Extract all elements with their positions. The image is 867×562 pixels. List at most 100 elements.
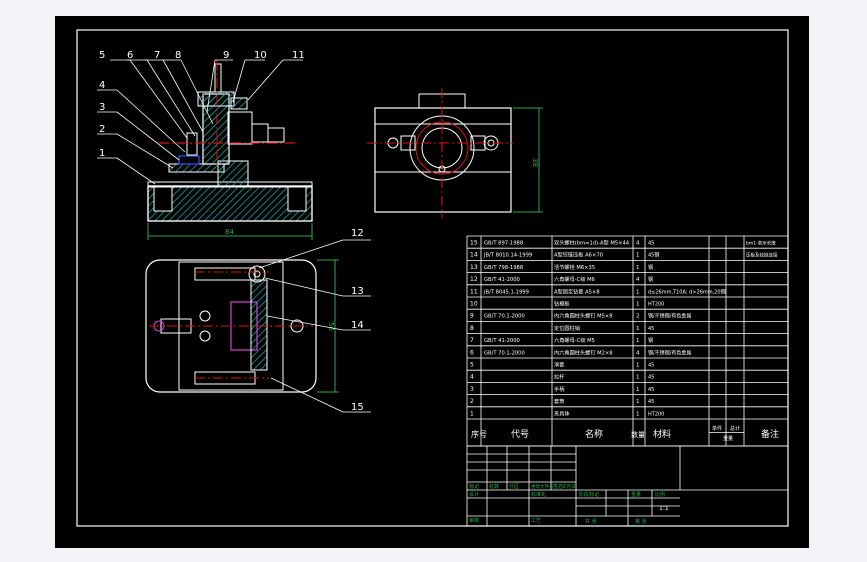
tb-marks: 标记 [469,483,479,490]
bom-cell-note: 压板及铰链连接 [746,252,778,259]
sheet-border [76,29,789,527]
plan-leaders [258,239,371,413]
bom-cell-name: A型铰链压板 A6×70 [554,251,603,259]
balloon-8: 8 [175,50,181,61]
bom-cell-name: 套筒 [554,397,564,405]
tb-change-doc: 更改文件号 [531,483,554,490]
bom-cell-material: HT200 [648,302,664,308]
bom-cell-code: GB/T 70.1-2000 [484,350,525,356]
drawing-canvas: 84 5 6 7 8 9 10 11 4 3 2 1 [55,16,809,548]
bom-cell-material: 45 [648,326,654,332]
bom-cell-name: 六角螺母-C级 M5 [554,336,595,344]
bom-cell-code: JB/T 8045.1-1999 [483,289,529,295]
balloon-15: 15 [351,402,364,413]
hdr-qty: 数量 [631,430,645,439]
bom-cell-name: 内六角圆柱头螺钉 M5×8 [554,312,613,320]
tb-zone: 分区 [509,483,519,490]
balloon-4: 4 [99,80,105,91]
front-leaders [97,59,303,185]
bom-cell-note: bm1-表示长度 [746,240,776,247]
balloon-13: 13 [351,286,364,297]
bom-cell-qty: 1 [636,411,640,417]
balloon-10: 10 [254,50,267,61]
tb-design: 设计 [469,491,479,498]
bom-cell-no: 4 [470,374,474,381]
bom-cell-qty: 1 [636,375,640,381]
plan-height-dim: 56 [327,322,335,331]
bom-cell-qty: 4 [636,277,640,283]
bom-cell-material: 钢/不锈钢/有色金属 [648,313,691,320]
hdr-no: 序号 [471,429,487,439]
bom-cell-qty: 1 [636,338,640,344]
plan-view: 56 [145,259,339,393]
bom-cell-material: 钢 [648,276,653,283]
bom-cell-qty: 1 [636,326,640,332]
front-balloons-left: 4 3 2 1 [99,80,105,159]
front-balloons-top: 5 6 7 8 9 10 11 [99,50,305,61]
bom-cell-no: 1 [470,410,474,417]
hdr-weight: 重量 [723,435,733,442]
bom-cell-name: A型固定钻套 A5×8 [554,287,600,295]
tb-date: 年月日 [562,483,576,490]
bom-cell-material: 45 [648,375,654,381]
title-block [466,445,789,527]
bom-cell-no: 8 [470,325,474,332]
balloon-12: 12 [351,228,364,239]
side-height-dim: 38 [531,158,539,167]
balloon-7: 7 [154,50,160,61]
bom-cell-qty: 1 [636,289,640,295]
hdr-name: 名称 [585,428,603,440]
bom-cell-qty: 1 [636,399,640,405]
bom-cell-no: 3 [470,386,474,393]
front-view: 84 [147,60,313,240]
bom-cell-material: 45 [648,387,654,393]
bom-cell-qty: 1 [636,253,640,259]
bom-cell-no: 10 [470,301,478,308]
balloon-9: 9 [223,50,229,61]
bom-cell-material: 钢 [648,337,653,344]
balloon-14: 14 [351,320,364,331]
bom-cell-material: 钢/不锈钢/有色金属 [648,349,691,356]
side-view: 38 [367,88,543,218]
bom-cell-name: 定位圆柱销 [554,324,580,332]
front-width-dim: 84 [225,228,234,236]
bom-cell-material: 45钢 [648,252,659,259]
bom-cell-code: GB/T 897-1988 [484,241,523,247]
tb-sheet-no: 第 张 [635,518,647,525]
tb-scale: 比例 [655,491,665,498]
bom-cell-qty: 1 [636,265,640,271]
tb-scale-value: 1:1 [659,505,669,512]
bom-cell-no: 6 [470,349,474,356]
bom-cell-name: 夹具体 [554,409,570,417]
tb-review: 审核 [469,517,479,524]
bom-cell-code: GB/T 798-1988 [484,265,523,271]
bom-cell-code: JB/T 8010.14-1999 [483,253,532,259]
bom-cell-no: 15 [470,240,478,247]
hdr-weight-single: 单件 [712,425,722,432]
tb-weight: 重量 [631,491,641,498]
bom-cell-no: 9 [470,313,474,320]
bom-cell-no: 12 [470,276,478,283]
bom-cell-no: 5 [470,362,474,369]
bom-cell-name: 双头螺柱(bm=1d)-A型 M5×44 [554,239,630,247]
bom-header: 序号 代号 名称 数量 材料 单件 总计 重量 备注 [471,425,779,442]
tb-sheet-total: 共 张 [585,518,597,525]
tb-standardize: 标准化 [531,491,546,498]
bom-cell-no: 14 [470,252,478,259]
bom-cell-name: 活节螺栓 M6×35 [554,263,595,271]
balloon-5: 5 [99,50,105,61]
bom-cell-name: 内六角圆柱头螺钉 M2×8 [554,348,613,356]
tb-count: 处数 [489,483,499,490]
balloon-2: 2 [99,124,105,135]
bom-cell-qty: 4 [636,350,640,356]
balloon-3: 3 [99,102,105,113]
bom-cell-material: 45 [648,241,654,247]
bom-cell-no: 7 [470,337,474,344]
bom-cell-name: 六角螺母-C级 M6 [554,275,595,283]
bom-cell-name: 滑套 [554,361,565,369]
bom-cell-qty: 2 [636,314,640,320]
bom-cell-material: HT200 [648,411,664,417]
base-body [147,185,313,222]
bom-cell-name: 手柄 [554,385,564,393]
